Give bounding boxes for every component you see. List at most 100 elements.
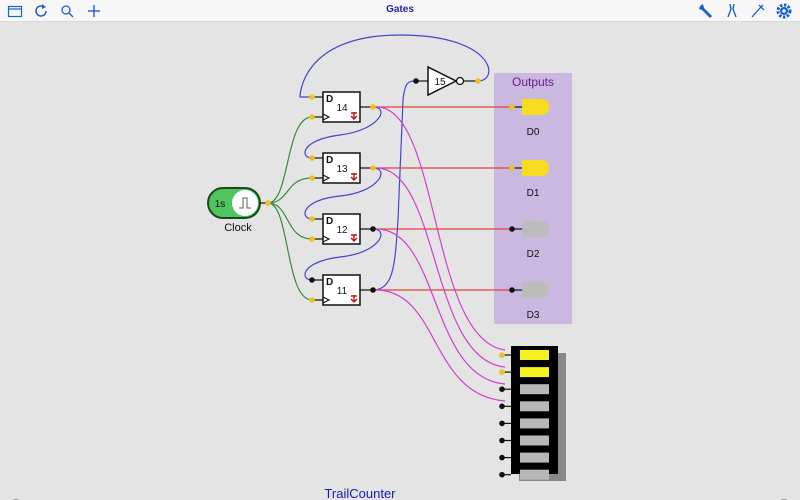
flip-flop-11[interactable]: D 11 <box>309 274 376 306</box>
ff-clk-pin[interactable] <box>309 175 315 181</box>
display-segment <box>499 418 549 429</box>
led-body <box>522 282 549 298</box>
segment-on <box>520 350 549 360</box>
display-segment <box>499 384 549 395</box>
pliers-icon <box>727 3 737 18</box>
segment-off <box>520 469 549 480</box>
inverter-15[interactable]: 15 <box>413 65 481 97</box>
led-input-pin[interactable] <box>509 226 515 232</box>
probe-button[interactable] <box>748 2 768 20</box>
outputs-panel-title: Outputs <box>512 75 554 89</box>
display-wires <box>377 106 506 402</box>
display-segment <box>499 367 549 378</box>
led-input-pin[interactable] <box>509 104 515 110</box>
inverter-input-pin[interactable] <box>413 78 419 84</box>
flip-flop-13[interactable]: D13 <box>309 152 376 184</box>
display-input-pin[interactable] <box>499 386 505 393</box>
add-button[interactable] <box>84 2 104 20</box>
circuit-name: TrailCounter <box>324 486 396 500</box>
clock-input-triangle <box>322 235 331 243</box>
display-input-pin[interactable] <box>499 403 505 410</box>
led-d1[interactable]: D1 <box>509 160 549 199</box>
led-label: D3 <box>527 310 540 321</box>
clock-label: Clock <box>224 222 252 234</box>
led-input-pin[interactable] <box>509 287 515 293</box>
ff-clk-pin[interactable] <box>309 297 315 303</box>
ff-d-label: D <box>326 216 333 227</box>
plus-icon <box>88 5 100 17</box>
display-input-pin[interactable] <box>499 471 505 478</box>
ff-d-pin[interactable] <box>309 216 315 222</box>
flip-flop-12[interactable]: D12 <box>309 213 376 245</box>
led-d3[interactable]: D3 <box>509 282 549 321</box>
ff-d-pin[interactable] <box>309 94 315 100</box>
wire-feedback-inverter <box>299 34 490 98</box>
reset-arrow-icon <box>350 295 358 303</box>
refresh-button[interactable] <box>31 2 51 20</box>
led-d2[interactable]: D2 <box>509 221 549 260</box>
circuit-canvas[interactable]: Outputs <box>0 22 800 500</box>
segment-off <box>520 418 549 429</box>
ff-d-pin[interactable] <box>309 277 315 283</box>
led-d0[interactable]: D0 <box>509 99 549 138</box>
wire-q11-to-inverter <box>372 80 417 291</box>
led-label: D2 <box>527 249 540 260</box>
settings-button[interactable] <box>774 2 794 20</box>
ff-q-pin[interactable] <box>370 165 376 171</box>
led-body <box>522 160 549 176</box>
square-wave-icon <box>239 197 251 209</box>
reset-arrow-icon <box>350 234 358 242</box>
ff-id: 13 <box>336 164 348 175</box>
refresh-icon <box>35 4 47 17</box>
ff-q-pin[interactable] <box>370 226 376 232</box>
led-input-pin[interactable] <box>509 165 515 171</box>
cut-wire-button[interactable] <box>722 2 742 20</box>
segment-off <box>520 401 549 412</box>
reset-arrow-icon <box>350 173 358 181</box>
display-segment <box>499 452 549 463</box>
clock-input-triangle <box>322 174 331 182</box>
window-title: Gates <box>386 4 414 15</box>
led-label: D0 <box>527 127 540 138</box>
toolbar: Gates <box>0 0 800 22</box>
ff-d-label: D <box>326 277 333 288</box>
search-button[interactable] <box>57 2 77 20</box>
led-body <box>522 99 549 115</box>
display-input-pin[interactable] <box>499 369 505 375</box>
clock-period: 1s <box>215 199 226 210</box>
clock-wires <box>267 116 313 301</box>
ff-d-pin[interactable] <box>309 155 315 161</box>
display-input-pin[interactable] <box>499 437 505 444</box>
ff-clk-pin[interactable] <box>309 236 315 242</box>
ff-q-pin[interactable] <box>370 287 376 293</box>
wrench-icon <box>699 4 712 18</box>
segment-on <box>520 367 549 378</box>
circuit-diagram[interactable]: Outputs <box>0 22 800 500</box>
ff-clk-pin[interactable] <box>309 114 315 120</box>
wire-q12-d11 <box>304 228 382 281</box>
display-segment <box>499 401 549 412</box>
ff-d-label: D <box>326 155 333 166</box>
ff-id: 11 <box>337 286 348 297</box>
ff-q-pin[interactable] <box>370 104 376 110</box>
open-button[interactable] <box>5 2 25 20</box>
clock-input-triangle <box>322 113 331 121</box>
ff-d-label: D <box>326 94 333 105</box>
output-wires <box>373 106 512 291</box>
probe-icon <box>751 4 765 18</box>
segment-off <box>520 384 549 395</box>
flip-flop-14[interactable]: D14 <box>309 91 376 123</box>
tools-button[interactable] <box>696 2 716 20</box>
ff-id: 14 <box>336 103 348 114</box>
inverter-id: 15 <box>434 77 446 88</box>
clock-component[interactable]: 1s Clock <box>207 187 271 234</box>
inverter-output-pin[interactable] <box>475 78 481 84</box>
display-input-pin[interactable] <box>499 420 505 427</box>
reset-arrow-icon <box>350 112 358 120</box>
display-input-pin[interactable] <box>499 454 505 461</box>
led-label: D1 <box>527 188 540 199</box>
display-input-pin[interactable] <box>499 352 505 358</box>
segment-off <box>520 435 549 446</box>
clock-output-pin[interactable] <box>265 200 271 206</box>
